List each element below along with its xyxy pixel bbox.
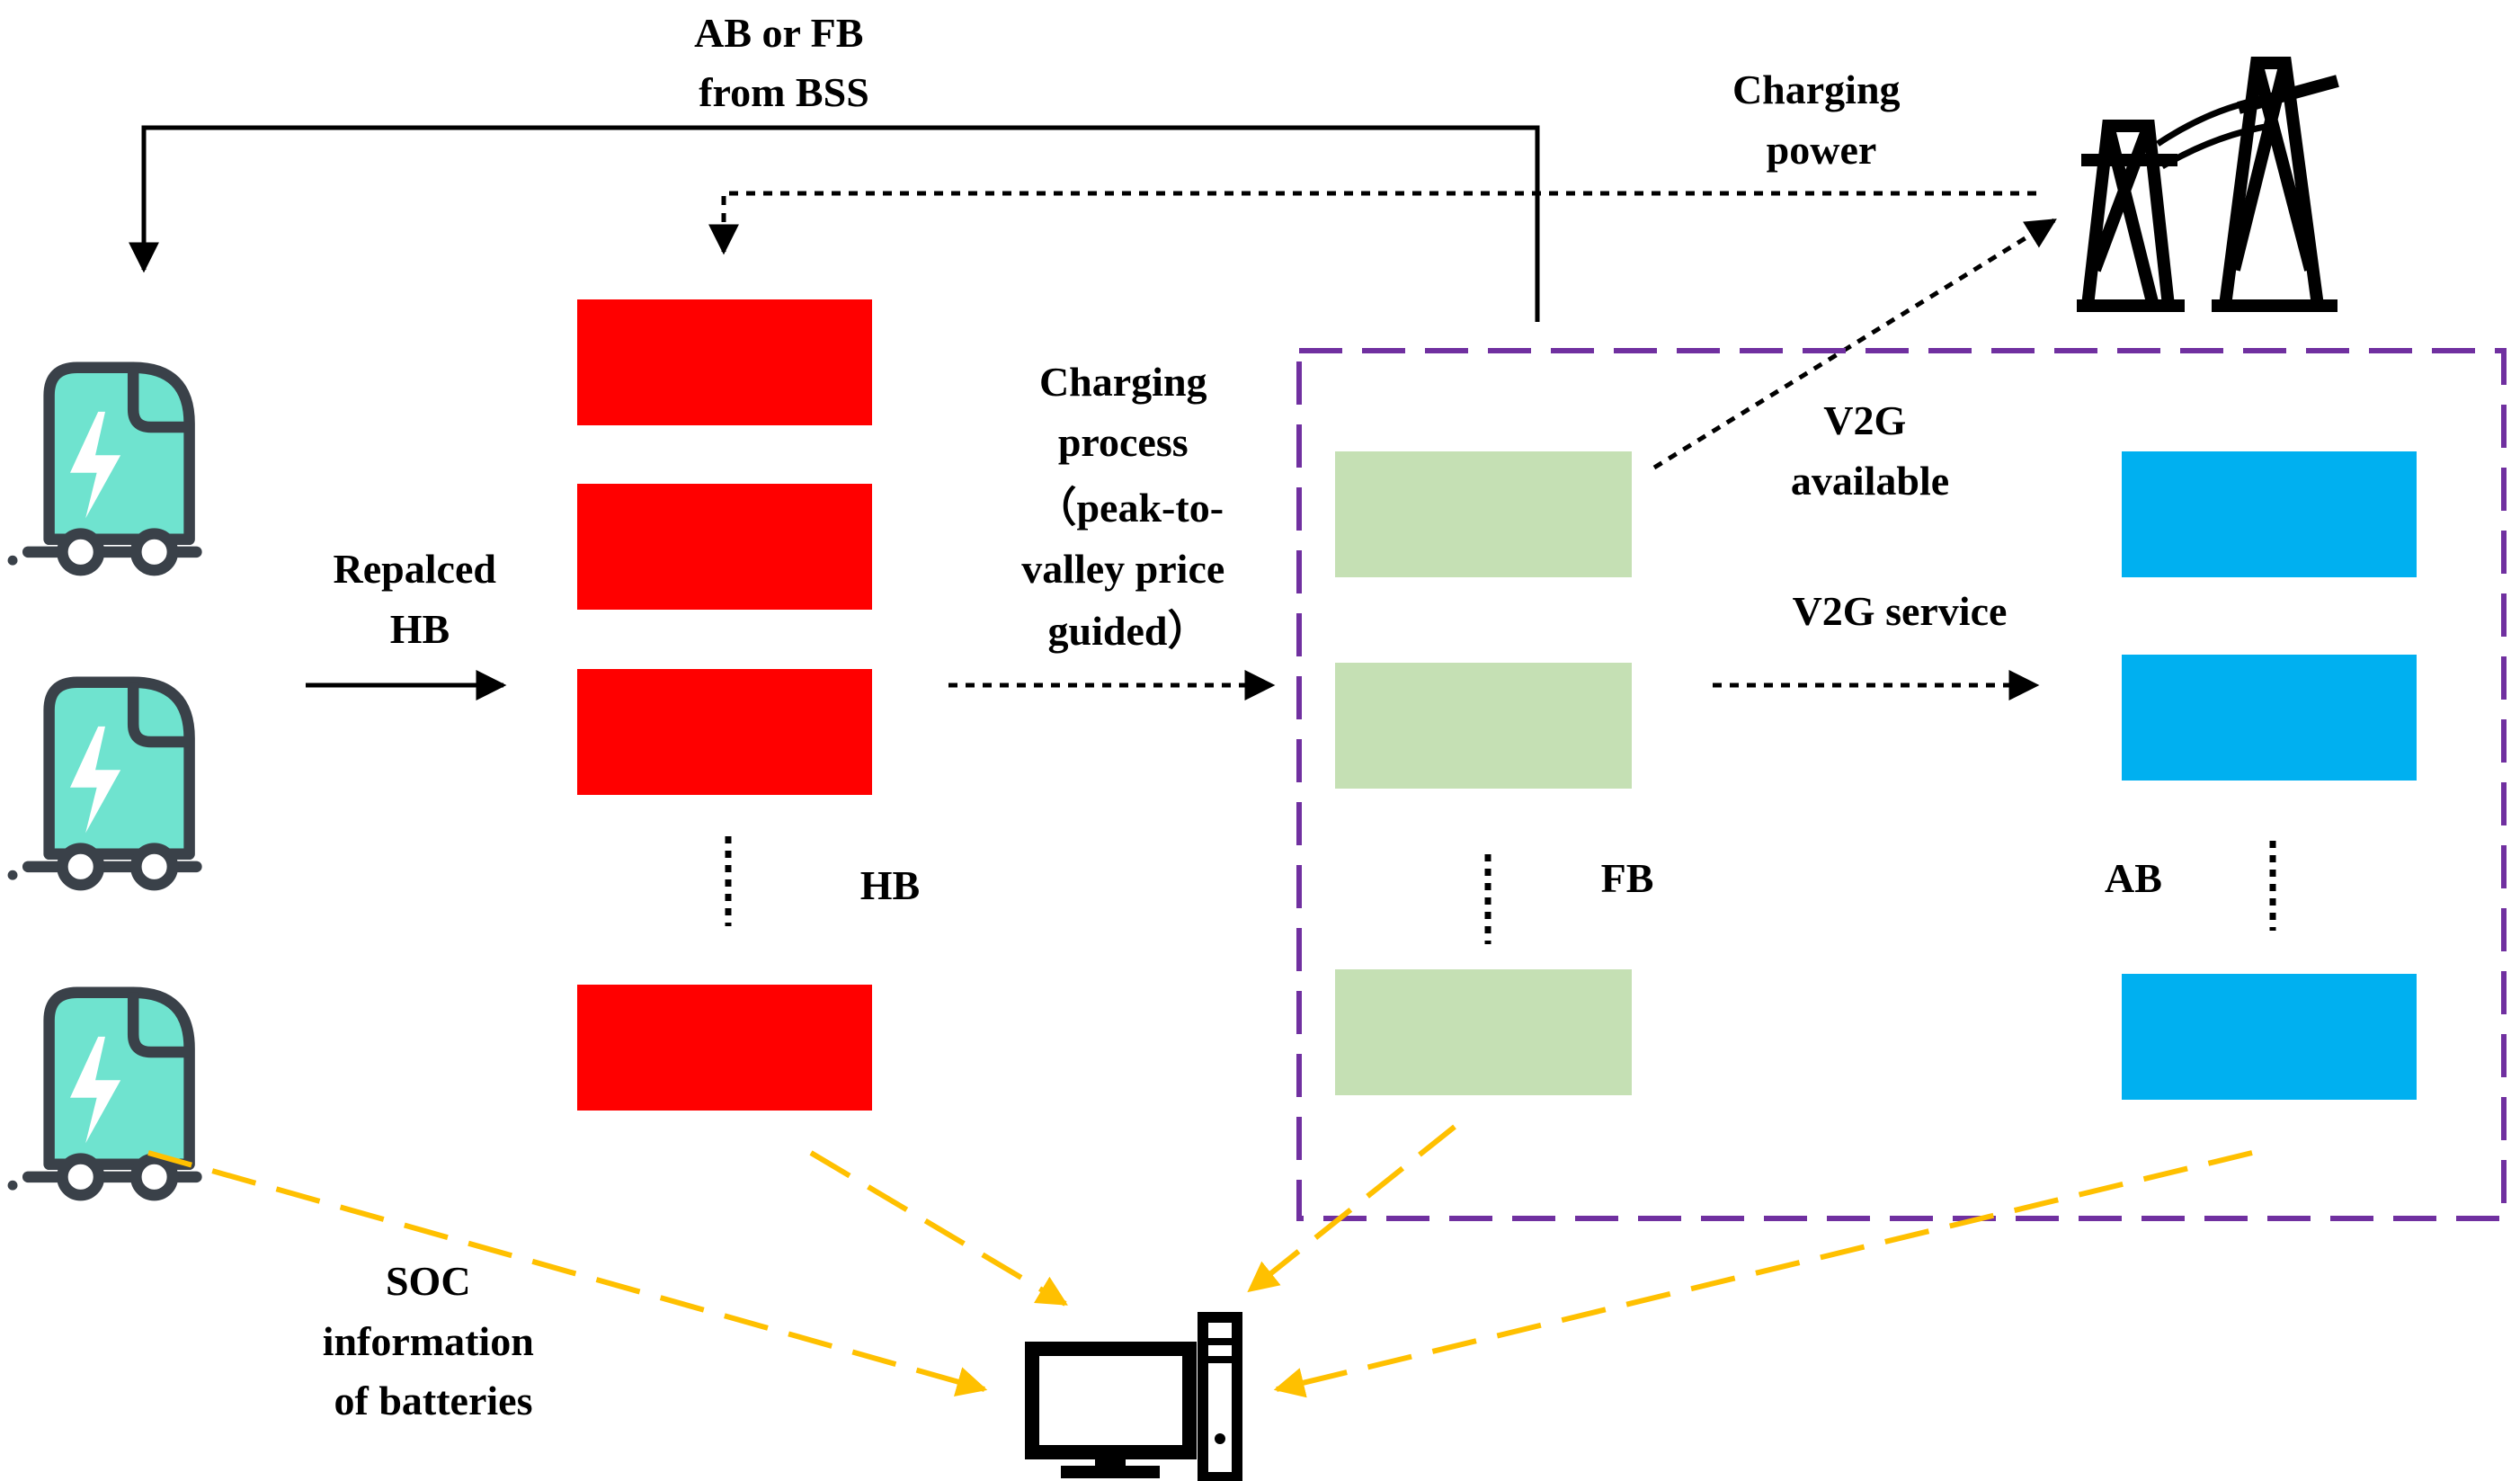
vehicle-2 — [8, 683, 197, 885]
fb-battery — [1335, 663, 1632, 789]
ab-battery — [2122, 451, 2417, 577]
soc-arrows — [147, 1124, 2253, 1398]
computer-icon — [1025, 1312, 1242, 1481]
fb-battery — [1335, 969, 1632, 1095]
v2g-available-label: V2G available — [1791, 397, 1949, 504]
hb-battery — [577, 484, 872, 610]
ab-battery — [2122, 974, 2417, 1100]
fb-batteries — [1335, 451, 1632, 1095]
vehicle-3 — [8, 993, 197, 1195]
ab-label: AB — [2105, 855, 2162, 901]
v2g-service-label: V2G service — [1793, 588, 2008, 634]
charging-process-label: Charging process （peak-to- valley price … — [1021, 359, 1235, 654]
vehicle-1 — [8, 368, 197, 570]
ab-batteries — [2122, 451, 2417, 1100]
return-line — [129, 125, 1540, 322]
charging-power-label: Charging power — [1732, 67, 1910, 173]
hb-battery — [577, 299, 872, 425]
charging-power-line — [708, 191, 2036, 255]
hb-label: HB — [860, 862, 920, 908]
bss-frame — [1296, 348, 2507, 1221]
hb-battery — [577, 669, 872, 795]
replaced-hb-label: Repalced HB — [334, 546, 507, 652]
fb-battery — [1335, 451, 1632, 577]
hb-battery — [577, 985, 872, 1111]
ab-battery — [2122, 655, 2417, 781]
soc-information-label: SOC information of batteries — [323, 1258, 545, 1423]
fb-label: FB — [1601, 855, 1654, 901]
ab-fb-from-bss-label: AB or FB from BSS — [694, 10, 874, 115]
hb-batteries — [577, 299, 872, 1111]
power-tower-icon — [2077, 57, 2339, 312]
